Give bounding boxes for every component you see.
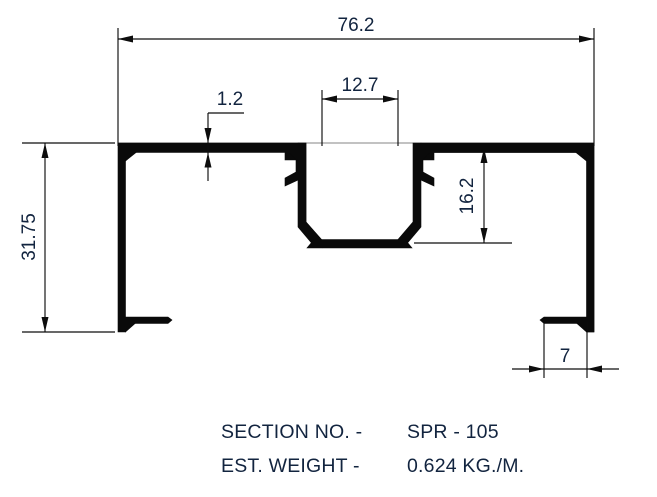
extrusion-profile — [117, 142, 595, 333]
fillet-channel-left — [288, 152, 299, 162]
dimension-overall-width: 76.2 — [117, 15, 595, 146]
dim-label-overall-width: 76.2 — [338, 15, 375, 36]
dim-label-overall-height: 31.75 — [19, 213, 40, 261]
arrow-down-12 — [204, 128, 212, 143]
est-weight-value: 0.624 KG./M. — [407, 455, 524, 477]
foot-fillet-right — [576, 323, 587, 333]
arrow-right-76 — [579, 35, 594, 43]
arrow-bottom-3175 — [41, 317, 49, 332]
dimension-foot-length: 7 — [512, 320, 619, 378]
dimension-overall-height: 31.75 — [19, 142, 115, 333]
channel-right-wall — [397, 142, 422, 247]
arrow-left-127 — [322, 95, 337, 103]
dim-label-wall-thickness: 1.2 — [217, 89, 243, 110]
arrow-up-12 — [204, 152, 212, 168]
est-weight-label: EST. WEIGHT - — [221, 455, 360, 477]
fillet-top-left — [125, 152, 137, 162]
hook-tab-left — [284, 152, 299, 187]
arrow-right-127 — [383, 95, 398, 103]
dim-label-foot-length: 7 — [560, 346, 571, 367]
dimension-channel-depth: 16.2 — [414, 148, 512, 244]
dimension-wall-thickness: 1.2 — [204, 89, 244, 181]
channel-bottom — [306, 239, 413, 249]
profile-right-body — [420, 142, 595, 333]
dim-label-channel-width: 12.7 — [342, 75, 379, 96]
foot-flange-right — [539, 316, 587, 324]
arrow-left-76 — [118, 35, 133, 43]
hook-tab-right — [420, 152, 435, 187]
section-no-value: SPR - 105 — [407, 421, 499, 443]
arrow-inward-left-7 — [529, 365, 544, 373]
arrow-top-162 — [480, 148, 488, 163]
section-no-label: SECTION NO. - — [221, 421, 362, 443]
dimension-channel-width: 12.7 — [321, 75, 399, 146]
fillet-channel-right — [420, 152, 431, 162]
foot-fillet-left — [125, 323, 136, 333]
profile-outline — [118, 142, 595, 333]
fillet-top-right — [575, 152, 587, 162]
arrow-top-3175 — [41, 143, 49, 158]
foot-flange-left — [125, 316, 173, 324]
arrow-inward-right-7 — [587, 365, 602, 373]
dim-label-channel-depth: 16.2 — [457, 178, 478, 215]
channel-left-wall-inner — [297, 142, 322, 247]
title-block: SECTION NO. - SPR - 105 EST. WEIGHT - 0.… — [221, 421, 524, 477]
arrow-bottom-162 — [480, 228, 488, 243]
